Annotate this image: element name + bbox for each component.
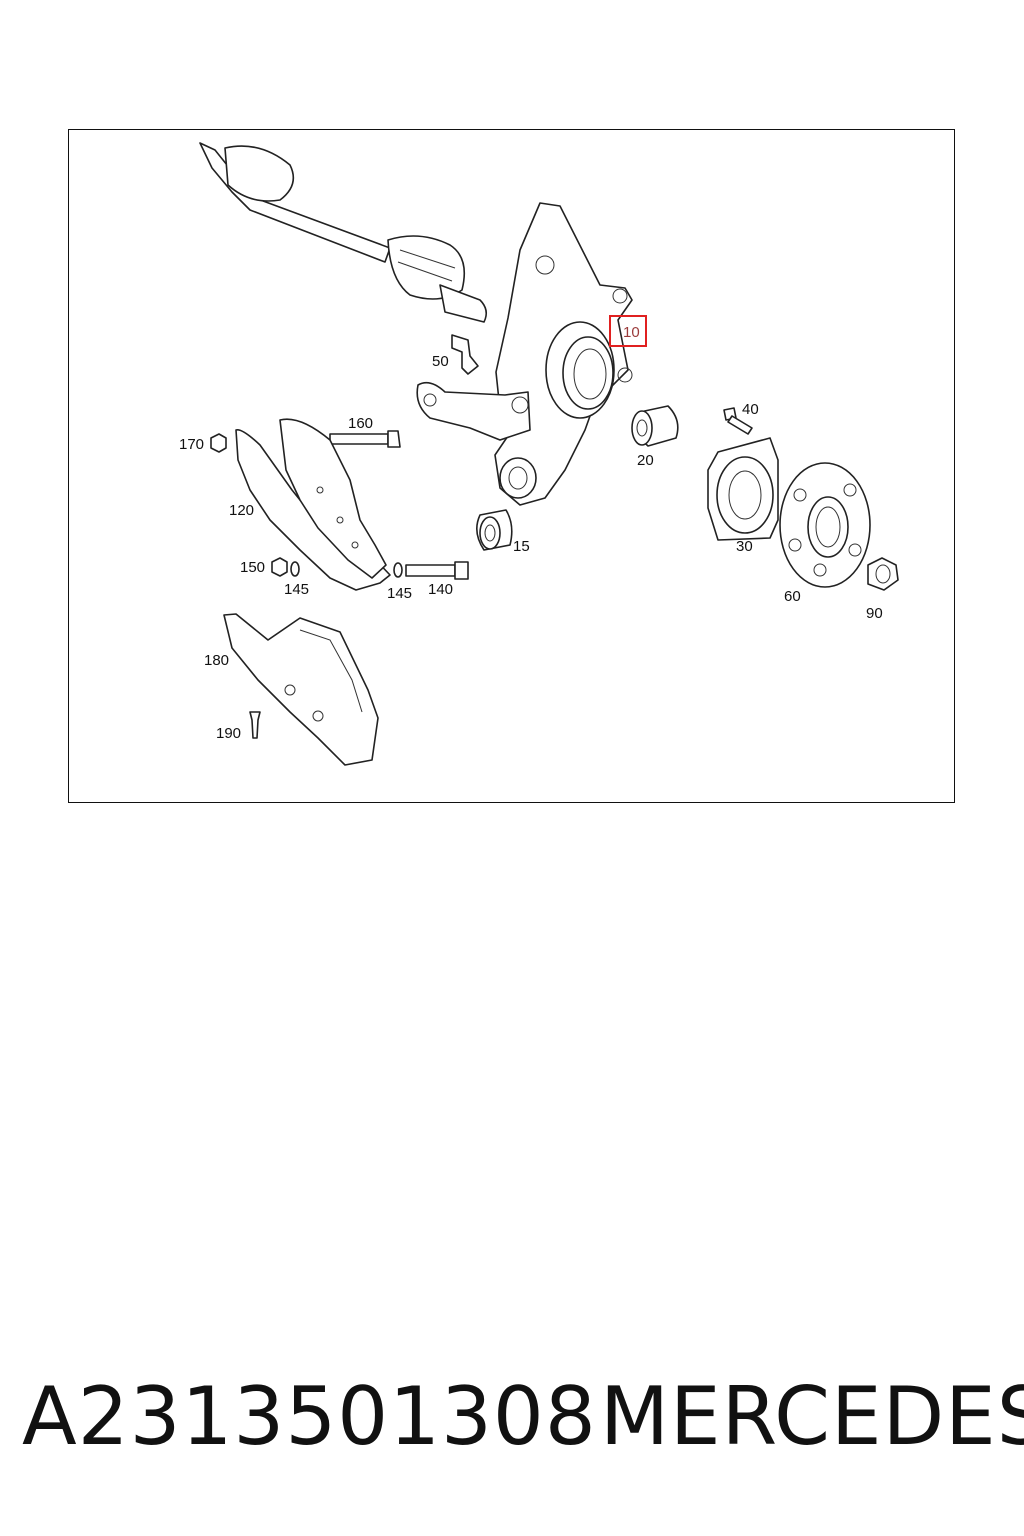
nut-150 bbox=[271, 557, 288, 577]
highlight-box bbox=[609, 315, 647, 347]
wheel-bearing-30 bbox=[707, 437, 779, 541]
callout-120: 120 bbox=[229, 502, 254, 519]
bushing-15 bbox=[476, 509, 513, 551]
hub-60 bbox=[779, 462, 871, 588]
cover-180 bbox=[223, 613, 379, 766]
callout-170: 170 bbox=[179, 436, 204, 453]
washer-145-left bbox=[290, 561, 300, 577]
callout-150: 150 bbox=[240, 559, 265, 576]
callout-40: 40 bbox=[742, 401, 759, 418]
link-arm bbox=[416, 381, 531, 441]
drive-shaft bbox=[199, 142, 488, 323]
callout-60: 60 bbox=[784, 588, 801, 605]
wheel-carrier bbox=[494, 202, 633, 506]
nut-90 bbox=[867, 557, 899, 591]
callout-145-right: 145 bbox=[387, 585, 412, 602]
exploded-parts-diagram: 10 15 20 30 40 50 60 90 120 140 145 145 … bbox=[179, 142, 899, 766]
bolt-160 bbox=[329, 430, 401, 448]
lower-arm-120 bbox=[235, 418, 391, 591]
part-number: A2313501308 bbox=[22, 1370, 597, 1463]
brand-name: MERCEDES bbox=[600, 1370, 1024, 1463]
bushing-20 bbox=[631, 405, 679, 447]
callout-140: 140 bbox=[428, 581, 453, 598]
washer-145-right bbox=[393, 562, 403, 578]
callout-90: 90 bbox=[866, 605, 883, 622]
callout-180: 180 bbox=[204, 652, 229, 669]
callout-190: 190 bbox=[216, 725, 241, 742]
footer-caption: A2313501308 MERCEDES bbox=[22, 1370, 1024, 1470]
callout-145-left: 145 bbox=[284, 581, 309, 598]
bolt-140 bbox=[405, 561, 469, 580]
diagram-frame bbox=[68, 129, 955, 803]
callout-30: 30 bbox=[736, 538, 753, 555]
callout-10: 10 bbox=[623, 324, 640, 341]
callout-20: 20 bbox=[637, 452, 654, 469]
callout-160: 160 bbox=[348, 415, 373, 432]
callout-50: 50 bbox=[432, 353, 449, 370]
screw-190 bbox=[249, 711, 261, 739]
bolt-40 bbox=[723, 407, 753, 435]
nut-170 bbox=[210, 433, 227, 453]
clip-50 bbox=[451, 334, 479, 375]
callout-15: 15 bbox=[513, 538, 530, 555]
